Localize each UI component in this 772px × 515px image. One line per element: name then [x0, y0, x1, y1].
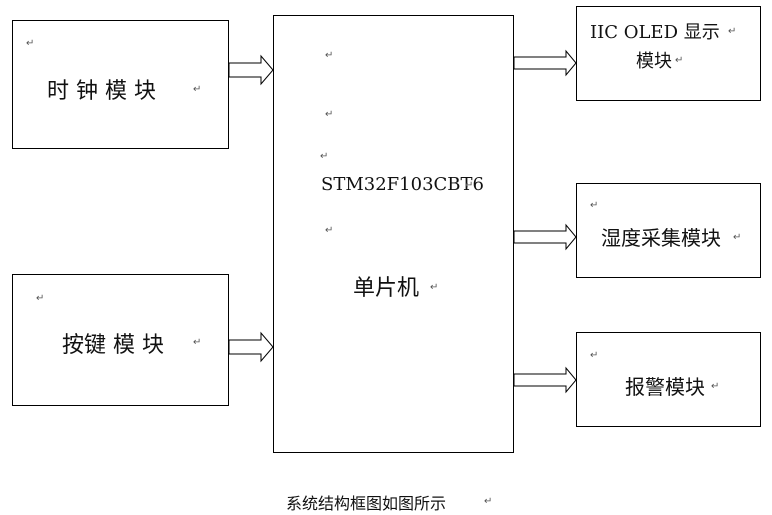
arrow-mcu-to-alarm: [513, 366, 577, 394]
paragraph-mark: ↵: [728, 26, 737, 37]
paragraph-mark: ↵: [590, 200, 599, 211]
paragraph-mark: ↵: [325, 50, 334, 61]
alarm-module-box: [576, 332, 761, 427]
arrow-key-to-mcu: [228, 331, 274, 363]
paragraph-mark: ↵: [325, 109, 334, 120]
key-module-box: [12, 274, 229, 406]
oled-module-box: [576, 6, 761, 101]
mcu-box: [273, 15, 514, 453]
paragraph-mark: ↵: [711, 381, 720, 392]
humidity-module-box: [576, 183, 761, 278]
paragraph-mark: ↵: [26, 38, 35, 49]
arrow-clock-to-mcu: [228, 54, 274, 86]
oled-module-label-line2: 模块: [636, 51, 672, 72]
humidity-module-label: 湿度采集模块: [601, 226, 721, 250]
clock-module-box: [12, 20, 229, 149]
paragraph-mark: ↵: [325, 225, 334, 236]
paragraph-mark: ↵: [36, 293, 45, 304]
paragraph-mark: ↵: [675, 55, 684, 66]
paragraph-mark: ↵: [484, 496, 493, 507]
paragraph-mark: ↵: [590, 350, 599, 361]
clock-module-label: 时 钟 模 块: [47, 79, 156, 104]
diagram-caption: 系统结构框图如图所示: [286, 494, 447, 513]
oled-module-label-line1: IIC OLED 显示: [590, 22, 720, 43]
mcu-model-label: STM32F103CBT6: [321, 174, 484, 195]
arrow-mcu-to-humidity: [513, 223, 577, 251]
paragraph-mark: ↵: [733, 232, 742, 243]
alarm-module-label: 报警模块: [625, 375, 705, 399]
paragraph-mark: ↵: [430, 282, 439, 293]
key-module-label: 按键 模 块: [62, 333, 164, 358]
paragraph-mark: ↵: [320, 151, 329, 162]
paragraph-mark: ↵: [465, 180, 474, 191]
paragraph-mark: ↵: [193, 84, 202, 95]
paragraph-mark: ↵: [193, 337, 202, 348]
arrow-mcu-to-oled: [513, 49, 577, 77]
mcu-label: 单片机: [353, 276, 420, 301]
